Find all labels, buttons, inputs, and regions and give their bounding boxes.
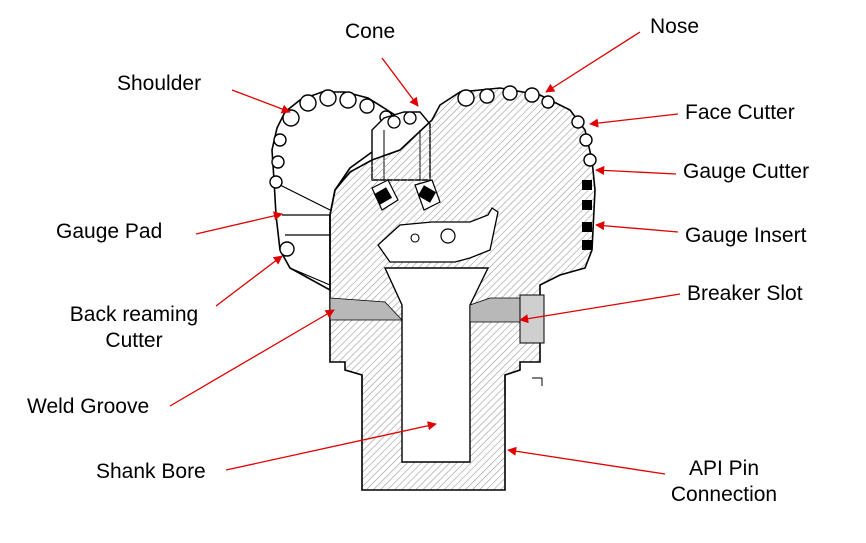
gauge-inserts (582, 180, 592, 250)
plenum (377, 207, 499, 263)
right-cutters (457, 85, 597, 167)
label-back-reaming-line2: Cutter (105, 329, 163, 352)
label-api-pin-connection: API Pin Connection (664, 456, 784, 508)
label-back-reaming-line1: Back reaming (69, 303, 199, 326)
label-shoulder: Shoulder (117, 72, 202, 95)
label-cone: Cone (345, 20, 396, 43)
label-gauge-cutter: Gauge Cutter (683, 160, 810, 183)
label-gauge-pad: Gauge Pad (56, 220, 163, 243)
label-back-reaming-cutter: Back reaming Cutter (66, 302, 202, 354)
label-api-pin-line2: Connection (670, 483, 778, 506)
label-shank-bore: Shank Bore (96, 460, 206, 483)
label-gauge-insert: Gauge Insert (685, 224, 807, 247)
label-face-cutter: Face Cutter (685, 101, 795, 124)
shank-bore (383, 267, 490, 463)
label-breaker-slot: Breaker Slot (687, 282, 803, 305)
left-cutters (269, 89, 393, 257)
label-nose: Nose (650, 15, 700, 38)
label-api-pin-line1: API Pin (688, 457, 760, 480)
leader-lines (169, 31, 681, 475)
nozzles (371, 179, 441, 211)
label-weld-groove: Weld Groove (27, 395, 150, 418)
